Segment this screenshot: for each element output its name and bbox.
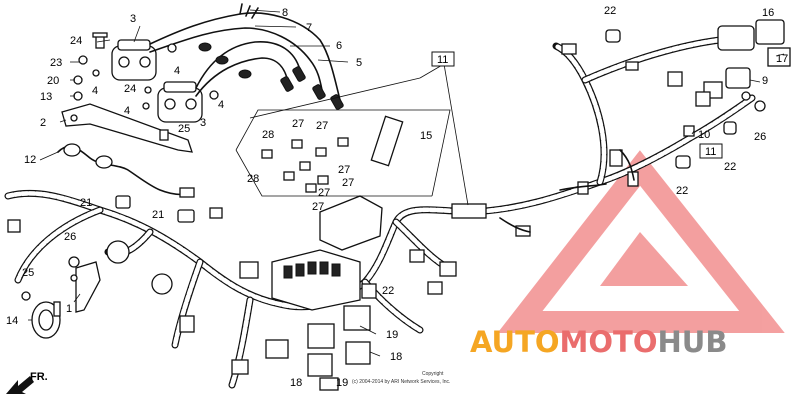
callout-28: 28 [247,173,259,185]
callout-25: 25 [178,123,190,135]
fuse-box [271,195,383,311]
harness-connector-icon [7,207,531,375]
callout-19: 19 [386,329,398,341]
callout-25: 25 [22,267,34,279]
callout-5: 5 [356,57,362,69]
callout-20: 20 [47,75,59,87]
svg-text:(c) 2004-2014 by ARI Network S: (c) 2004-2014 by ARI Network Services, I… [352,379,450,385]
callout-16: 16 [762,7,774,19]
callout-18: 18 [390,351,402,363]
callout-3: 3 [130,13,136,25]
front-direction-arrow: FR. [6,371,48,394]
bank-angle-sensor [703,67,751,99]
callout-26: 26 [754,131,766,143]
callout-27: 27 [316,120,328,132]
callout-14: 14 [6,315,18,327]
sub-harness-wire [559,183,607,191]
leader-lines [28,9,785,357]
sub-harness-wire-2 [619,149,635,181]
callout-27: 27 [318,187,330,199]
callout-4: 4 [92,85,98,97]
watermark-logo-icon [497,150,785,333]
spark-plug-cords [149,3,341,101]
callout-6: 6 [336,40,342,52]
callout-11-box-right [699,143,723,159]
callout-13: 13 [40,91,52,103]
callout-1: 1 [66,303,72,315]
fuse-icon [261,137,349,193]
callout-19: 19 [336,377,348,389]
callout-26: 26 [64,231,76,243]
fuse-detail-box [235,109,451,197]
harness-tape-marker [451,203,487,219]
callout-15: 15 [420,130,432,142]
callout-4: 4 [124,105,130,117]
wire-clamp [57,143,195,198]
callout-labels: 3 24 23 4 4 20 13 24 4 4 3 2 25 12 21 21… [6,5,788,389]
callout-21: 21 [80,197,92,209]
horn-bracket [21,256,101,313]
callout-9: 9 [762,75,768,87]
callout-22: 22 [382,285,394,297]
svg-text:FR.: FR. [30,371,48,383]
horn-icon [31,301,61,339]
callout-27: 27 [292,118,304,130]
callout-22: 22 [604,5,616,17]
callout-12: 12 [24,154,36,166]
callout-28: 28 [262,129,274,141]
callout-21: 21 [152,209,164,221]
callout-17: 17 [776,53,788,65]
clip-icon [561,29,766,195]
watermark-text: AUTOMOTOHUB [470,325,727,359]
spare-fuse-holder [370,115,404,167]
callout-4: 4 [174,65,180,77]
callout-11-box [431,51,455,67]
copyright-notice: Copyright (c) 2004-2014 by ARI Network S… [352,371,450,385]
callout-18: 18 [290,377,302,389]
relay-icon [307,305,371,391]
callout-22: 22 [724,161,736,173]
callout-27: 27 [338,164,350,176]
callout-27: 27 [312,201,324,213]
callout-11: 11 [705,146,716,158]
ignition-coil-upper [111,39,157,81]
callout-3: 3 [200,117,206,129]
svg-text:AUTOMOTOHUB: AUTOMOTOHUB [470,325,727,359]
callout-4: 4 [218,99,224,111]
callout-10: 10 [698,129,710,141]
callout-23: 23 [50,57,62,69]
callout-24: 24 [70,35,82,47]
sub-harness-wire-3 [499,217,531,233]
callout-7: 7 [306,22,312,34]
relay-small-icon [115,195,195,223]
callout-27: 27 [342,177,354,189]
callout-2: 2 [40,117,46,129]
callout-11: 11 [437,54,448,66]
callout-8: 8 [282,7,288,19]
bolt-icon [73,32,219,141]
callout-22: 22 [676,185,688,197]
svg-text:Copyright: Copyright [422,371,444,377]
regulator-unit [717,19,791,67]
callout-24: 24 [124,83,136,95]
